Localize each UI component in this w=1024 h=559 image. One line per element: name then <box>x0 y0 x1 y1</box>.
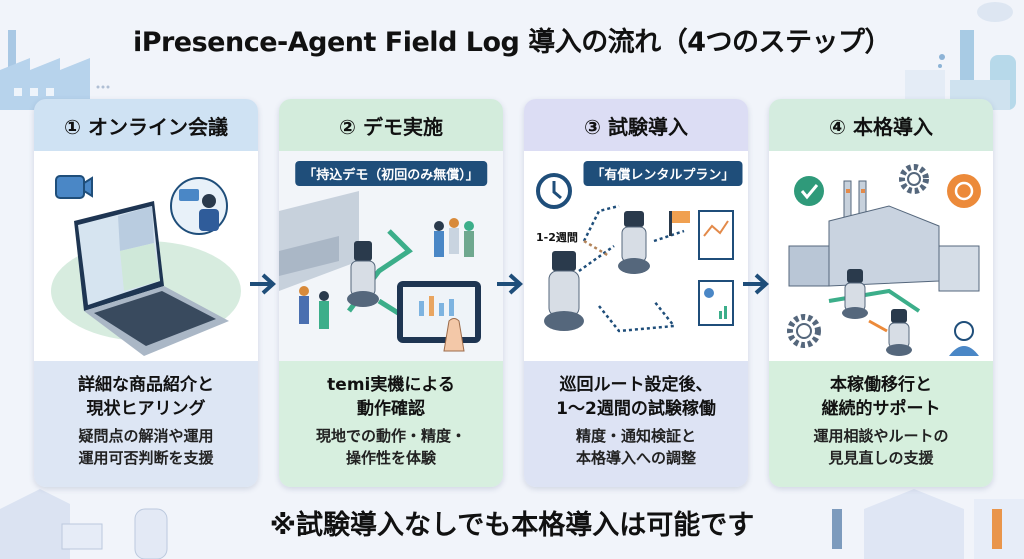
headset-operator-icon <box>949 321 979 356</box>
step-3-description: 巡回ルート設定後、 1〜2週間の試験稼働 精度・通知検証と 本格導入への調整 <box>524 361 748 487</box>
step-1-description: 詳細な商品紹介と 現状ヒアリング 疑問点の解消や運用 運用可否判断を支援 <box>34 361 258 487</box>
step-2-sub-line-1: 現地での動作・精度・ <box>315 427 466 445</box>
arrow-right-icon <box>250 273 276 295</box>
robot-route-trial-illustration: 「有償レンタルプラン」 1-2週間 <box>524 151 748 361</box>
step-3-main-line-2: 1〜2週間の試験稼働 <box>556 399 716 419</box>
step-2-description: temi実機による 動作確認 現地での動作・精度・ 操作性を体験 <box>279 361 503 487</box>
step-2-main-line-2: 動作確認 <box>357 399 425 419</box>
step-3-sub-line-1: 精度・通知検証と <box>575 427 696 445</box>
step-3-sub-line-2: 本格導入への調整 <box>575 449 696 467</box>
step-3-main-line-1: 巡回ルート設定後、 <box>559 375 713 395</box>
factory-full-deployment-illustration <box>769 151 993 361</box>
step-card-online-meeting: ① オンライン会議 詳細な商品紹介と 現状ヒアリング 疑問点の解消や運用 運用可… <box>34 99 258 487</box>
step-card-demo: ② デモ実施 「持込デモ（初回のみ無償）」 temi実機による <box>279 99 503 487</box>
footer-note: ※試験導入なしでも本格導入は可能です <box>269 510 755 541</box>
checkmark-circle-icon <box>794 176 824 206</box>
step-1-main-line-2: 現状ヒアリング <box>86 399 206 419</box>
arrow-right-icon <box>497 273 523 295</box>
rental-plan-badge: 「有償レンタルプラン」 <box>583 161 743 186</box>
step-card-full-deployment: ④ 本格導入 <box>769 99 993 487</box>
support-chat-icon <box>947 174 981 208</box>
step-4-main-line-2: 継続的サポート <box>821 399 941 419</box>
step-1-main-line-1: 詳細な商品紹介と <box>78 375 214 395</box>
laptop-video-conference-illustration <box>34 151 258 361</box>
demo-plan-badge: 「持込デモ（初回のみ無償）」 <box>295 161 487 186</box>
gear-check-icon <box>787 314 821 348</box>
step-3-heading: ③ 試験導入 <box>524 99 748 151</box>
step-4-sub-line-1: 運用相談やルートの <box>813 427 949 445</box>
factory-robot-demo-illustration: 「持込デモ（初回のみ無償）」 <box>279 151 503 361</box>
step-card-trial: ③ 試験導入 「有償レンタルプラン」 1- <box>524 99 748 487</box>
duration-label: 1-2週間 <box>536 231 578 244</box>
step-1-sub-line-2: 運用可否判断を支援 <box>78 449 214 467</box>
step-2-heading: ② デモ実施 <box>279 99 503 151</box>
step-3-sub-text: 精度・通知検証と 本格導入への調整 <box>524 425 748 469</box>
clock-icon <box>536 173 572 209</box>
step-2-main-line-1: temi実機による <box>327 375 455 395</box>
step-1-sub-text: 疑問点の解消や運用 運用可否判断を支援 <box>34 425 258 469</box>
step-4-main-line-1: 本稼働移行と <box>830 375 932 395</box>
step-4-description: 本稼働移行と 継続的サポート 運用相談やルートの 見見直しの支援 <box>769 361 993 487</box>
video-camera-icon <box>55 175 93 199</box>
step-2-sub-line-2: 操作性を体験 <box>345 449 436 467</box>
step-4-heading: ④ 本格導入 <box>769 99 993 151</box>
arrow-right-icon <box>743 273 769 295</box>
step-1-heading: ① オンライン会議 <box>34 99 258 151</box>
step-4-sub-line-2: 見見直しの支援 <box>828 449 934 467</box>
step-4-sub-text: 運用相談やルートの 見見直しの支援 <box>769 425 993 469</box>
gear-icon <box>899 164 929 194</box>
step-2-sub-text: 現地での動作・精度・ 操作性を体験 <box>279 425 503 469</box>
step-1-sub-line-1: 疑問点の解消や運用 <box>78 427 214 445</box>
page-title: iPresence-Agent Field Log 導入の流れ（4つのステップ） <box>132 27 892 58</box>
